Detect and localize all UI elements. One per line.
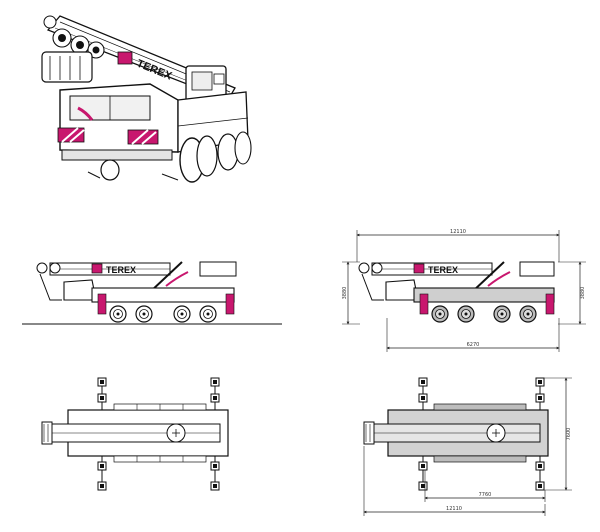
dimension-outrigger-width: 7600 <box>544 377 572 491</box>
dimension-height-front: 3880 <box>342 261 360 325</box>
dimension-label: 3880 <box>580 287 586 300</box>
dimension-label: 6270 <box>467 342 480 348</box>
dimension-label: 3880 <box>342 287 348 300</box>
carrier-perspective <box>57 83 252 183</box>
dimension-label: 12110 <box>450 229 466 235</box>
dimension-height-rear: 3880 <box>558 261 586 325</box>
dimension-label: 12110 <box>446 506 462 512</box>
brand-wordmark-side-dim: TEREX <box>428 265 458 275</box>
crane-side-view: TEREX <box>22 261 282 325</box>
crane-perspective-view: TEREX <box>41 15 252 183</box>
brand-wordmark-side: TEREX <box>106 265 136 275</box>
crane-top-view <box>41 377 229 491</box>
dimension-outrigger-length: 7760 <box>424 470 546 502</box>
dimension-label: 7600 <box>566 428 572 441</box>
crane-top-view-dimensioned: 7760 12110 7600 <box>363 377 572 516</box>
dimension-overall-length-side: 12110 <box>356 229 560 262</box>
dimension-overall-length-top: 12110 <box>363 446 546 516</box>
dimension-label: 7760 <box>479 492 492 498</box>
dimension-wheelbase: 6270 <box>386 318 560 352</box>
crane-side-view-dimensioned: TEREX 12110 6270 3880 <box>342 229 586 352</box>
brand-logo-perspective <box>117 51 133 65</box>
